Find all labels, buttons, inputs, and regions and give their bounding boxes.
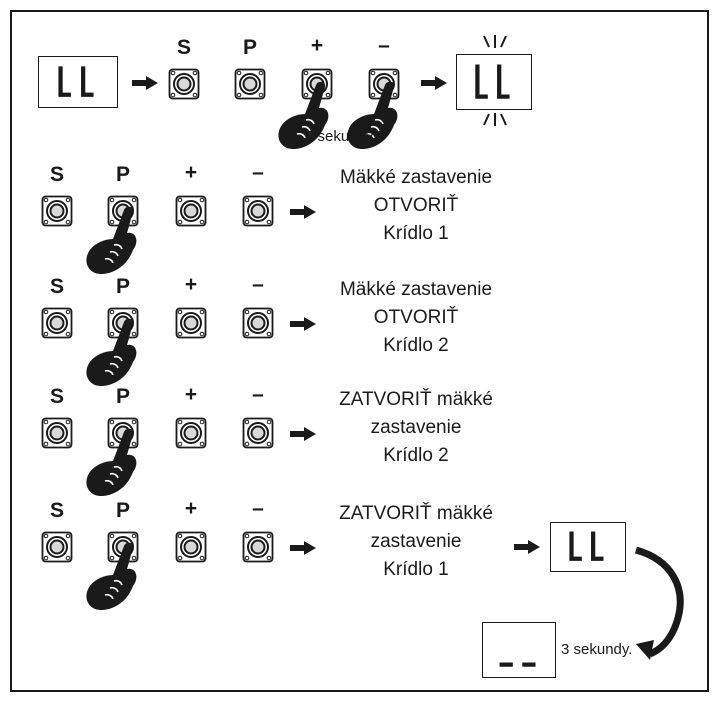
pressing-hand-icon: [84, 205, 144, 277]
arrow-icon: [290, 427, 316, 441]
step-line-1: ZATVORIŤ mäkké: [339, 389, 493, 410]
step-line-2: zastavenie: [370, 417, 462, 438]
key-label-minus: –: [378, 34, 390, 57]
step-line-2: OTVORIŤ: [373, 307, 459, 328]
s-button: [41, 195, 73, 227]
display-code-ll: [58, 66, 94, 97]
arrow-icon: [290, 205, 316, 219]
key-label-s: S: [49, 499, 64, 522]
plus-button: [175, 307, 207, 339]
step-line-1: Mäkké zastavenie: [339, 279, 493, 300]
key-label-plus: +: [184, 161, 198, 184]
display-code-ll-end: [569, 531, 604, 561]
key-label-s: S: [49, 163, 64, 186]
arrow-icon: [290, 541, 316, 555]
wait-time-label: 3 sekundy.: [561, 641, 633, 658]
pressing-hand-icon: [84, 317, 144, 389]
s-button: [41, 531, 73, 563]
arrow-icon: [421, 76, 447, 90]
key-label-minus: –: [252, 161, 264, 184]
arrow-icon: [514, 540, 540, 554]
s-button: [168, 68, 200, 100]
key-label-s: S: [49, 275, 64, 298]
plus-button: [175, 195, 207, 227]
key-label-p: P: [115, 385, 130, 408]
key-label-minus: –: [252, 383, 264, 406]
p-button: [234, 68, 266, 100]
display-blank: --: [482, 622, 556, 678]
step-line-1: Mäkké zastavenie: [339, 167, 493, 188]
minus-button: [242, 531, 274, 563]
s-button: [41, 417, 73, 449]
step-line-2: zastavenie: [370, 531, 462, 552]
display-code-ll-blinking: [475, 64, 510, 99]
step-line-1: ZATVORIŤ mäkké: [339, 503, 493, 524]
diagram-frame: [10, 10, 709, 692]
blink-rays-top-icon: [483, 35, 507, 48]
s-button: [41, 307, 73, 339]
pressing-hand-icon: [84, 427, 144, 499]
pressing-hand-icon: [84, 541, 144, 613]
step-line-3: Krídlo 1: [383, 223, 449, 244]
arrow-icon: [290, 317, 316, 331]
minus-button: [242, 417, 274, 449]
display-end: [550, 522, 626, 572]
key-label-s: S: [176, 36, 191, 59]
key-label-minus: –: [252, 273, 264, 296]
key-label-plus: +: [310, 34, 324, 57]
key-label-p: P: [242, 36, 257, 59]
plus-button: [175, 417, 207, 449]
key-label-plus: +: [184, 383, 198, 406]
arrow-icon: [132, 76, 158, 90]
curved-arrow-icon: [634, 546, 684, 660]
key-label-s: S: [49, 385, 64, 408]
key-label-minus: –: [252, 497, 264, 520]
step-line-3: Krídlo 2: [383, 335, 449, 356]
hold-time-label: 2 sekundy.: [305, 128, 377, 145]
key-label-plus: +: [184, 273, 198, 296]
step-line-3: Krídlo 1: [383, 559, 449, 580]
plus-button: [175, 531, 207, 563]
key-label-plus: +: [184, 497, 198, 520]
display-start: LL: [38, 56, 118, 108]
step-line-3: Krídlo 2: [383, 445, 449, 466]
key-label-p: P: [115, 275, 130, 298]
key-label-p: P: [115, 499, 130, 522]
minus-button: [242, 307, 274, 339]
step-line-2: OTVORIŤ: [373, 195, 459, 216]
blink-rays-bottom-icon: [483, 113, 507, 126]
display-blinking: [456, 54, 532, 110]
minus-button: [242, 195, 274, 227]
display-dashes: [499, 662, 536, 667]
key-label-p: P: [115, 163, 130, 186]
